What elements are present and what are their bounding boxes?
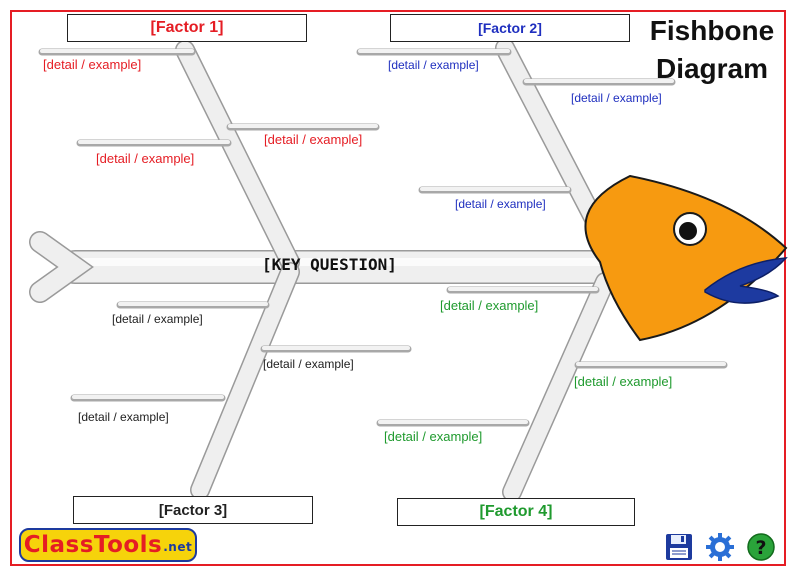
factor-2-box[interactable]: [Factor 2] (390, 14, 630, 42)
fish-head (584, 174, 788, 342)
question-mark-icon[interactable]: ? (746, 532, 776, 562)
factor-2-detail[interactable]: [detail / example] (455, 197, 546, 211)
factor-3-detail[interactable]: [detail / example] (78, 410, 169, 424)
factor-3-box[interactable]: [Factor 3] (73, 496, 313, 524)
logo-suffix: .net (163, 540, 193, 554)
factor-1-detail[interactable]: [detail / example] (264, 132, 363, 147)
key-question[interactable]: [KEY QUESTION] (262, 255, 397, 274)
factor-4-box[interactable]: [Factor 4] (397, 498, 635, 526)
fish-lips (704, 257, 788, 304)
spine-bone (58, 250, 627, 284)
diagram-title: Fishbone Diagram (634, 12, 790, 88)
factor-3-detail[interactable]: [detail / example] (112, 312, 203, 326)
svg-text:?: ? (755, 537, 766, 559)
title-line-1: Fishbone (649, 15, 775, 46)
factor-4-detail[interactable]: [detail / example] (440, 298, 539, 313)
factor-1-detail[interactable]: [detail / example] (96, 151, 195, 166)
logo-text: ClassTools (23, 532, 163, 558)
floppy-disk-icon[interactable] (664, 532, 694, 562)
tail-bone (29, 231, 94, 303)
classtools-logo[interactable]: ClassTools.net (19, 528, 197, 562)
factor-2-detail[interactable]: [detail / example] (388, 58, 479, 72)
factor-1-detail[interactable]: [detail / example] (43, 57, 142, 72)
gear-icon[interactable] (705, 532, 735, 562)
factor-4-detail[interactable]: [detail / example] (384, 429, 483, 444)
diagram-frame (10, 10, 786, 566)
factor-3-detail[interactable]: [detail / example] (263, 357, 354, 371)
factor-2-detail[interactable]: [detail / example] (571, 91, 662, 105)
factor-4-detail[interactable]: [detail / example] (574, 374, 673, 389)
title-line-2: Diagram (655, 53, 769, 84)
factor-1-box[interactable]: [Factor 1] (67, 14, 307, 42)
